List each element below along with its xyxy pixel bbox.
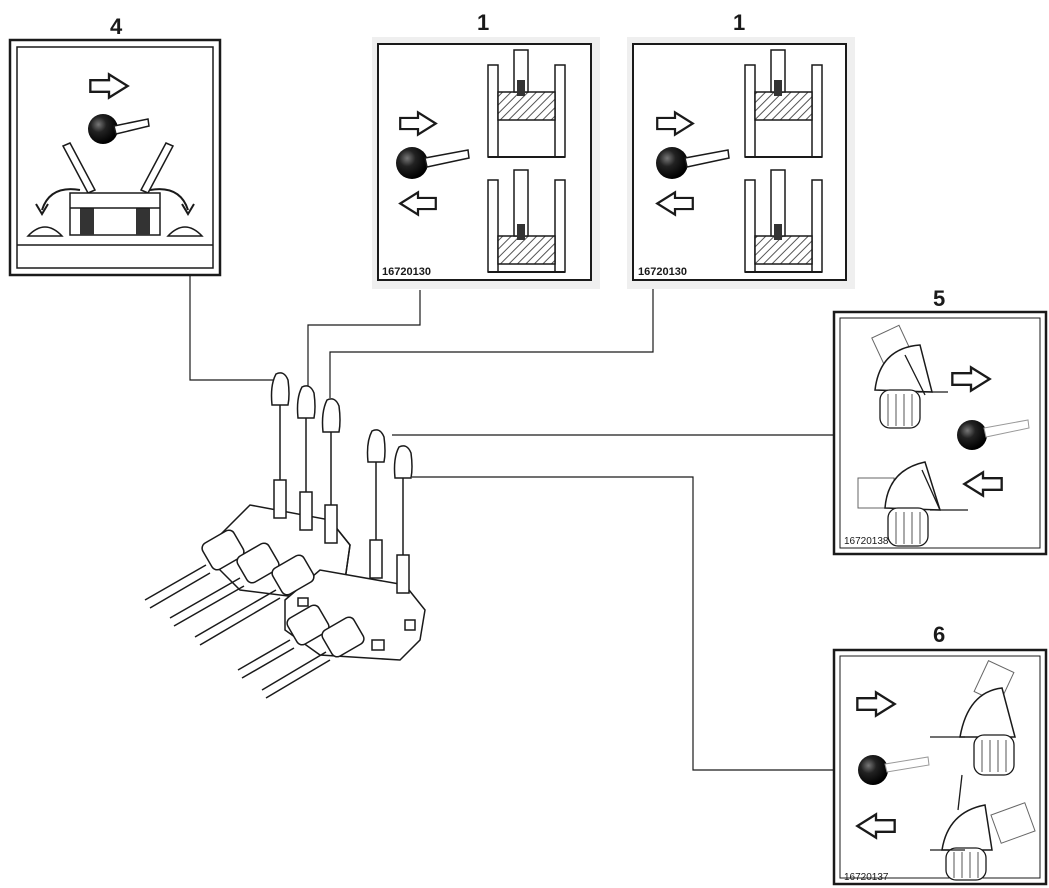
control-head-tilted-icon — [930, 660, 1016, 776]
leader-6 — [412, 476, 837, 771]
cylinder-extended-icon — [487, 49, 566, 158]
callout-1b: 1 — [733, 10, 746, 35]
lever-4 — [366, 429, 386, 579]
control-head-tilted-icon — [871, 324, 948, 429]
lever-1 — [270, 372, 290, 519]
decal-1a: 16720130 — [372, 37, 600, 289]
lever-5 — [393, 445, 413, 594]
decal-4 — [8, 38, 222, 277]
lever-2 — [296, 385, 316, 531]
control-head-tilted-icon — [930, 774, 1036, 881]
decal-code: 16720130 — [638, 266, 687, 278]
lever-3 — [321, 398, 341, 544]
leader-1b — [329, 283, 654, 398]
leader-lines — [189, 272, 837, 771]
cylinder-retracted-icon — [744, 169, 823, 273]
leader-1a — [307, 290, 421, 388]
lever-knob-icon — [656, 147, 688, 179]
decal-code: 16720138 — [844, 536, 889, 547]
control-valve-assembly — [144, 372, 426, 699]
lever-knob-icon — [88, 114, 118, 144]
callout-4: 4 — [110, 14, 123, 39]
callout-1a: 1 — [477, 10, 490, 35]
cylinder-retracted-icon — [487, 169, 566, 273]
control-head-tilted-icon — [857, 461, 968, 547]
callout-5: 5 — [933, 286, 946, 311]
decal-code: 16720137 — [844, 872, 889, 883]
cylinder-extended-icon — [744, 49, 823, 158]
decal-5: 16720138 — [832, 310, 1048, 556]
decal-6: 16720137 — [832, 648, 1048, 886]
callout-6: 6 — [933, 622, 946, 647]
decal-code: 16720130 — [382, 266, 431, 278]
lever-knob-icon — [396, 147, 428, 179]
decal-1b: 16720130 — [627, 37, 855, 289]
lever-knob-icon — [858, 755, 888, 785]
spool-section — [201, 529, 315, 596]
leader-4 — [189, 272, 278, 381]
lever-knob-icon — [957, 420, 987, 450]
spool-section — [286, 604, 365, 658]
